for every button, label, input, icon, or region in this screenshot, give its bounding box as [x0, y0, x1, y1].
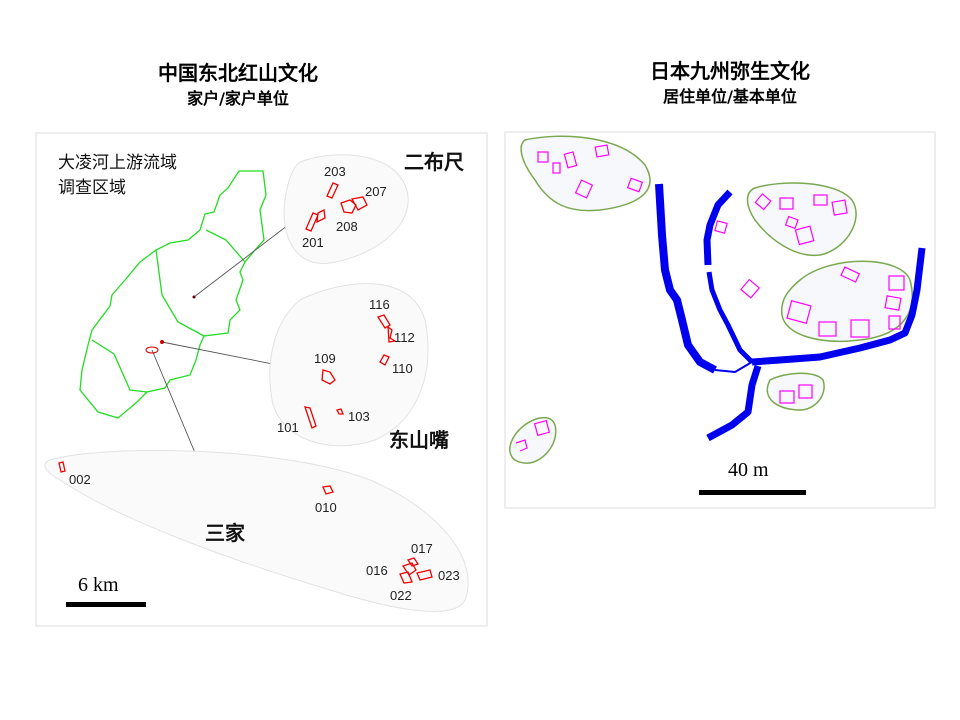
rivers [655, 183, 926, 442]
right-subtitle: 居住单位/基本单位 [663, 87, 797, 106]
cluster-name-sanjia: 三家 [205, 521, 246, 545]
cluster-outline-sanjia [44, 450, 469, 612]
site-marker [192, 295, 196, 299]
right-title: 日本九州弥生文化 [650, 59, 810, 83]
yayoi-map-panel: 40 m [504, 131, 936, 509]
house-label: 112 [394, 330, 415, 345]
house-label: 207 [365, 184, 387, 199]
house-label: 023 [438, 568, 460, 583]
house-label: 110 [392, 361, 413, 376]
left-scale-bar [66, 602, 146, 607]
house-label: 022 [390, 588, 412, 603]
house-label: 109 [314, 351, 336, 366]
residential-unit [509, 416, 557, 464]
house-label: 208 [336, 219, 358, 234]
cluster-outline-dongshanzui [269, 283, 429, 447]
house-label: 203 [324, 164, 346, 179]
cluster-outline-erbuchi [283, 154, 409, 264]
house-label: 002 [69, 472, 91, 487]
site-marker [160, 340, 164, 344]
right-scale-label: 40 m [728, 459, 769, 481]
region-label-1: 大凌河上游流域 [58, 153, 177, 173]
region-label-2: 调查区域 [58, 178, 126, 198]
residential-unit [746, 182, 857, 256]
left-subtitle: 家户/家户单位 [187, 89, 289, 108]
cluster-name-dongshanzui: 东山嘴 [389, 428, 449, 452]
residential-unit [520, 135, 651, 212]
house-label: 010 [315, 500, 337, 515]
house-label: 201 [302, 235, 324, 250]
survey-region-outline [79, 170, 267, 419]
house-label: 016 [366, 563, 388, 578]
residential-unit [766, 372, 825, 411]
left-scale-label: 6 km [78, 574, 119, 596]
site-marker [145, 346, 159, 354]
house-outlines [58, 182, 433, 584]
house-label: 101 [277, 420, 299, 435]
house-label: 103 [348, 409, 370, 424]
pit-dwellings [515, 144, 905, 452]
cluster-name-erbuchi: 二布尺 [404, 150, 464, 174]
residential-unit [780, 260, 913, 342]
hongshan-map-panel: 大凌河上游流域 调查区域 二布尺 东山嘴 三家 [35, 132, 488, 627]
left-title: 中国东北红山文化 [158, 61, 318, 85]
right-scale-bar [699, 490, 806, 495]
house-label: 116 [369, 297, 390, 312]
house-label: 017 [411, 541, 433, 556]
